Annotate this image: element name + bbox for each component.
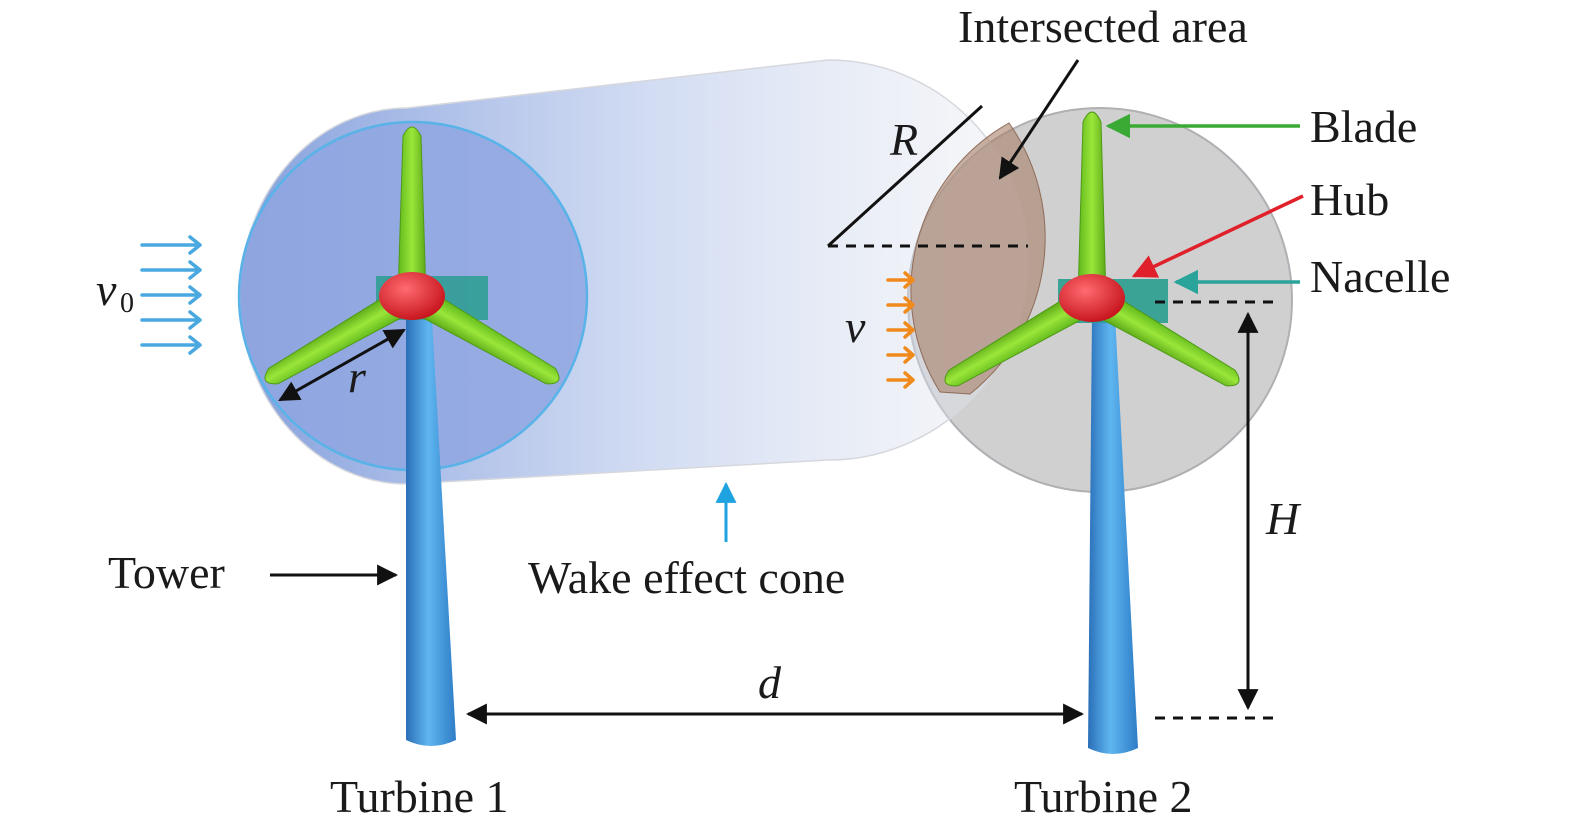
tower-label: Tower — [108, 547, 225, 598]
hub-pointer-arrow — [1131, 194, 1304, 278]
turbine-1-blade-top — [397, 126, 427, 297]
intersected-area — [910, 122, 1046, 395]
rotor-radius-arrow — [278, 328, 406, 402]
rotor-radius-symbol: r — [348, 351, 367, 402]
turbine-distance-symbol: d — [758, 657, 782, 708]
turbine-2-tower — [1088, 315, 1138, 754]
intersected-area-label: Intersected area — [958, 1, 1248, 52]
hub-label: Hub — [1310, 174, 1389, 225]
hub-height-symbol: H — [1265, 493, 1302, 544]
reduced-wind-speed-symbol: v — [845, 301, 866, 352]
intersected-area-pointer — [998, 59, 1080, 180]
wake-radius-symbol: R — [889, 114, 918, 165]
turbine-2-rotor — [938, 111, 1246, 396]
turbine-2-label: Turbine 2 — [1014, 771, 1193, 822]
nacelle-label: Nacelle — [1310, 251, 1450, 302]
blade-label: Blade — [1310, 101, 1417, 152]
turbine-1-hub — [379, 272, 445, 320]
turbine-2-blade-top — [1077, 111, 1107, 299]
reduced-wind-arrows — [886, 271, 915, 389]
wake-effect-cone-label: Wake effect cone — [528, 552, 845, 603]
incoming-wind-speed-subscript: 0 — [120, 288, 134, 319]
turbine-1-label: Turbine 1 — [330, 771, 509, 822]
incoming-wind-arrows — [140, 235, 202, 355]
turbine-2-hub — [1059, 274, 1125, 322]
turbine-1-rotor — [258, 126, 566, 394]
turbine-1-tower — [406, 320, 456, 746]
incoming-wind-speed-symbol: v — [96, 264, 117, 315]
wake-radius-line — [826, 104, 984, 248]
